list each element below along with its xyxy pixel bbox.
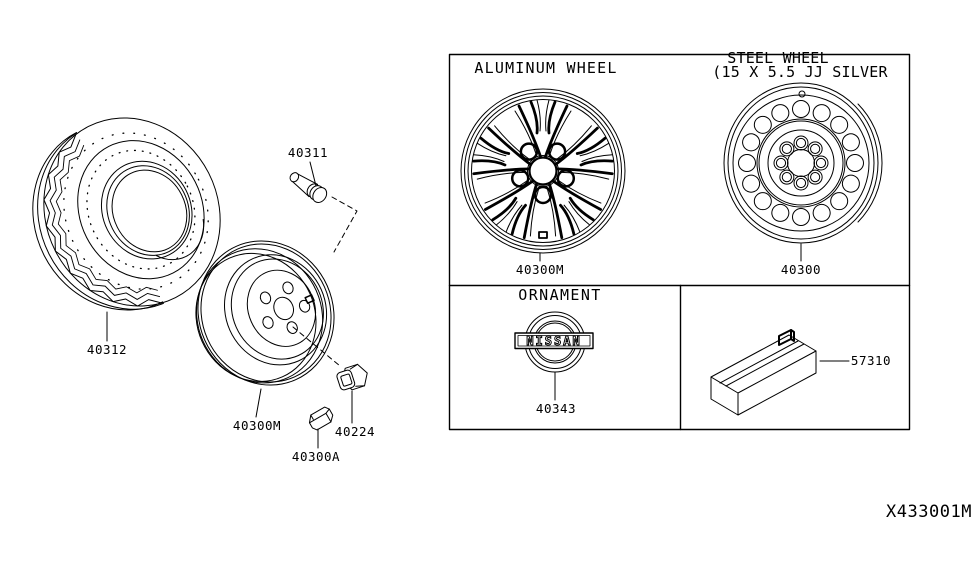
part-label-wheel-chock[interactable]: 57310 <box>850 353 892 368</box>
part-label-steel-wheel[interactable]: 40300 <box>780 262 822 277</box>
tire-drawing <box>20 117 221 328</box>
aluminum-wheel-title: ALUMINUM WHEEL <box>474 59 618 77</box>
balance-weight-drawing <box>308 406 334 431</box>
part-label-wheel-nut[interactable]: 40224 <box>334 424 376 439</box>
leader-lines <box>106 161 850 449</box>
ornament-title: ORNAMENT <box>518 286 602 304</box>
panel-grid <box>448 53 911 431</box>
part-label-aluminum-wheel[interactable]: 40300M <box>515 262 565 277</box>
part-label-ornament[interactable]: 40343 <box>535 401 577 416</box>
part-label-valve-stem[interactable]: 40311 <box>287 145 329 160</box>
part-label-balance-weight[interactable]: 40300A <box>291 449 341 464</box>
nut-dashed-leader <box>292 326 341 367</box>
road-wheel-drawing <box>195 240 335 386</box>
ornament-drawing <box>514 311 594 373</box>
wheel-chock-drawing <box>710 329 817 416</box>
aluminum-wheel-drawing <box>460 88 626 254</box>
steel-wheel-drawing <box>723 82 883 244</box>
wheel-nut-drawing <box>336 363 368 391</box>
valve-stem-drawing <box>289 172 328 203</box>
diagram-code: X433001M <box>886 502 972 522</box>
part-label-tire[interactable]: 40312 <box>86 342 128 357</box>
steel-wheel-title: STEEL WHEEL <box>727 49 829 67</box>
nissan-logo-text: NISSAN <box>526 334 582 348</box>
valve-dashed-leader <box>331 196 358 253</box>
steel-wheel-spec: (15 X 5.5 JJ SILVER <box>712 63 888 81</box>
part-label-road-wheel[interactable]: 40300M <box>232 418 282 433</box>
